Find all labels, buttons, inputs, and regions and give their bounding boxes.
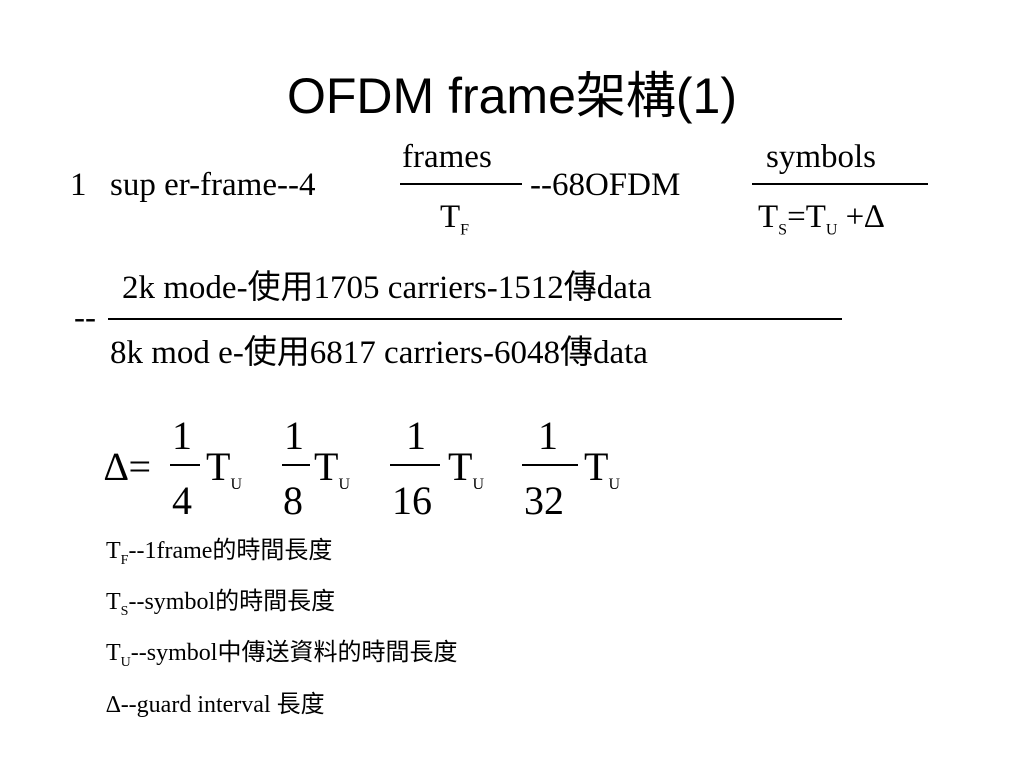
eq2-2k-mode-numerator: 2k mode-使用1705 carriers-1512傳data	[122, 270, 652, 306]
eq1-frames-numerator: frames	[402, 139, 492, 175]
eq3-fraction-3-bar	[390, 464, 440, 466]
eq3-tu-4: TU	[584, 444, 620, 493]
eq3-fraction-2-numerator: 1	[284, 413, 304, 458]
eq3-fraction-3-denominator: 16	[392, 478, 432, 523]
eq3-fraction-1-denominator: 4	[172, 478, 192, 523]
definition-guard-interval: ∆--guard interval 長度	[106, 692, 325, 718]
eq1-frames-fraction-bar	[400, 183, 522, 185]
eq3-fraction-4-bar	[522, 464, 578, 466]
eq2-8k-mode-denominator: 8k mod e-使用6817 carriers-6048傳data	[110, 335, 648, 371]
definition-tu: TU--symbol中傳送資料的時間長度	[106, 640, 458, 670]
eq1-symbols-numerator: symbols	[766, 139, 877, 175]
eq1-super-frame-text: sup er-frame--4	[110, 167, 316, 203]
eq1-symbols-fraction-bar	[752, 183, 928, 185]
eq2-fraction-bar	[108, 318, 842, 320]
definition-tf: TF--1frame的時間長度	[106, 538, 333, 568]
eq3-tu-1: TU	[206, 444, 242, 493]
eq1-tf-denominator: TF	[440, 199, 470, 239]
eq3-delta-equals: ∆=	[104, 444, 152, 489]
definition-ts: TS--symbol的時間長度	[106, 589, 336, 619]
eq1-lead-one: 1	[70, 167, 87, 203]
eq3-fraction-2-denominator: 8	[283, 478, 303, 523]
eq3-tu-3: TU	[448, 444, 484, 493]
eq3-fraction-4-denominator: 32	[524, 478, 564, 523]
eq3-fraction-1-bar	[170, 464, 200, 466]
eq1-ts-denominator: TS=TU +∆	[758, 199, 885, 239]
eq3-fraction-4-numerator: 1	[538, 413, 558, 458]
eq1-ofdm-text: --68OFDM	[530, 167, 681, 203]
eq3-fraction-2-bar	[282, 464, 310, 466]
eq3-fraction-1-numerator: 1	[172, 413, 192, 458]
slide-title: OFDM frame架構(1)	[287, 68, 737, 124]
eq3-tu-2: TU	[314, 444, 350, 493]
eq2-dash: --	[74, 300, 96, 336]
eq3-fraction-3-numerator: 1	[406, 413, 426, 458]
